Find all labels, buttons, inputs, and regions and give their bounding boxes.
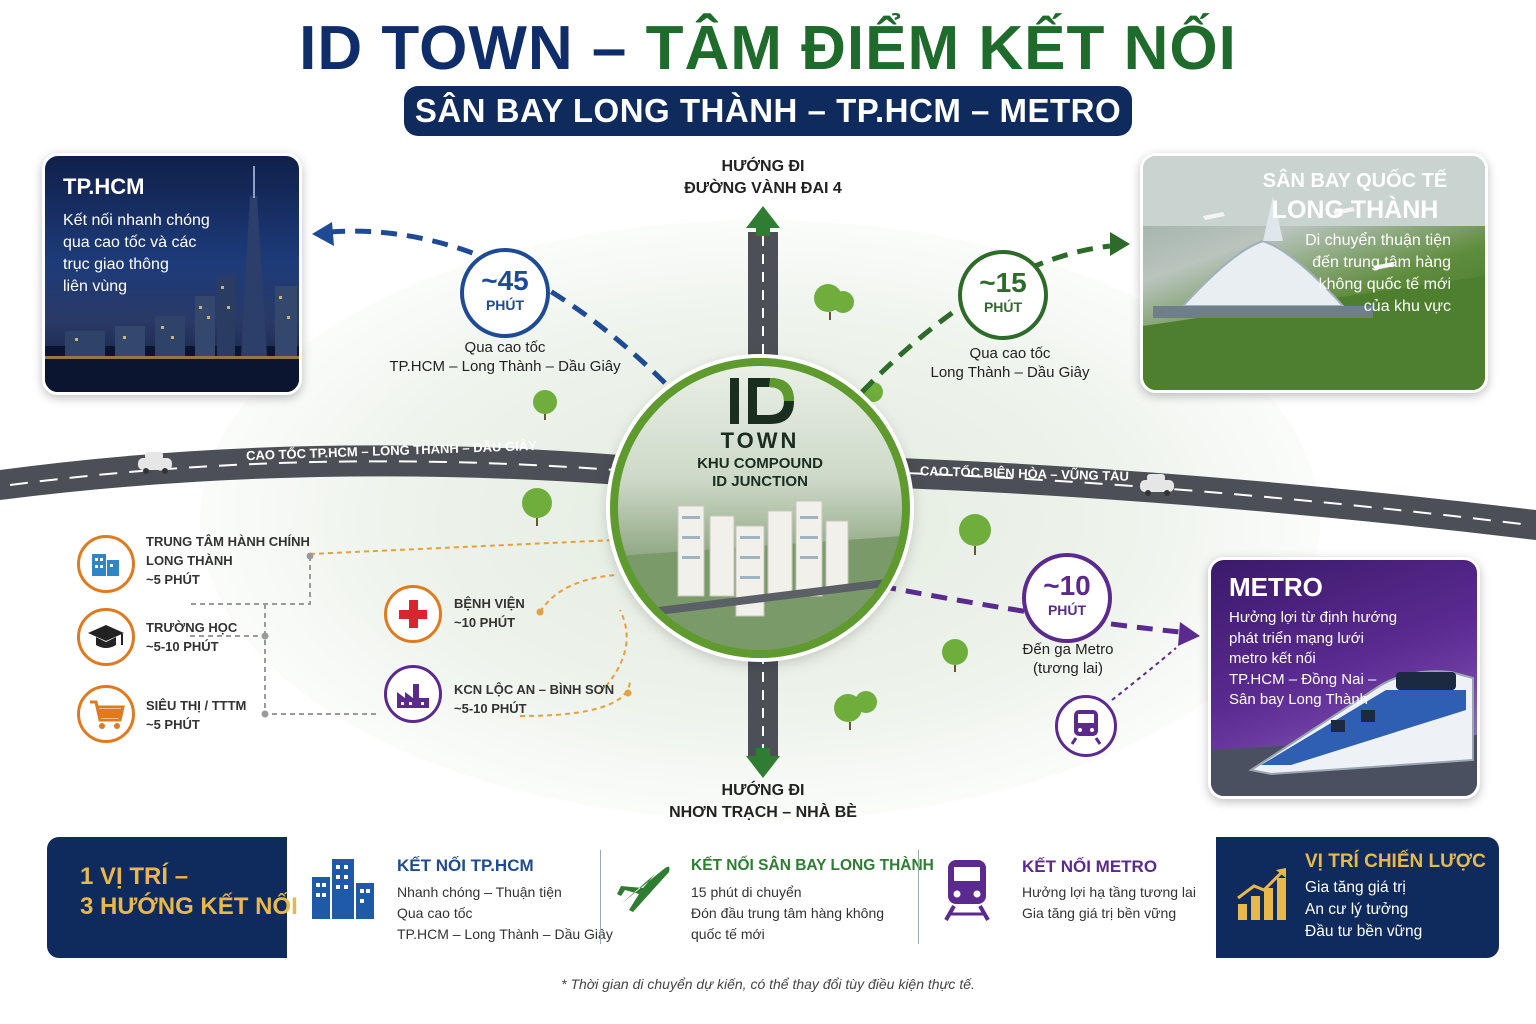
page-subtitle: SÂN BAY LONG THÀNH – TP.HCM – METRO <box>404 86 1132 136</box>
airport-card-title-line1: SÂN BAY QUỐC TẾ <box>1262 170 1448 192</box>
amenity-industrial-circle <box>384 665 442 723</box>
car-icon <box>138 452 172 474</box>
graduation-cap-icon <box>88 625 124 648</box>
bottom-tagline: 1 VỊ TRÍ – 3 HƯỚNG KẾT NỐI <box>80 863 298 920</box>
south-arrow-icon <box>746 748 780 778</box>
bottom-airport-text: 15 phút di chuyển Đón đầu trung tâm hàng… <box>691 884 885 942</box>
bottom-metro-text: Hưởng lợi hạ tầng tương lai Gia tăng giá… <box>1022 884 1196 921</box>
bottom-airport-title: KẾT NỐI SÂN BAY LONG THÀNH <box>691 857 934 874</box>
center-brand: TOWN <box>720 428 800 453</box>
train-icon <box>944 860 990 921</box>
project-center-circle <box>610 358 910 658</box>
building-icon <box>92 554 119 576</box>
hcm-card: TP.HCM Kết nối nhanh chóng qua cao tốc v… <box>42 153 302 395</box>
route-note-hcm: Qua cao tốc TP.HCM – Long Thành – Dầu Gi… <box>389 339 621 375</box>
route-hcm <box>329 228 667 385</box>
metro-card: METRO Hưởng lợi từ định hướng phát triển… <box>1208 557 1480 799</box>
amenity-hospital-text: BỆNH VIỆN ~10 PHÚT <box>454 596 525 630</box>
title-dash: – <box>591 14 628 83</box>
route-note-airport: Qua cao tốc Long Thành – Dầu Giây <box>930 345 1090 381</box>
id-town-logo <box>730 378 794 424</box>
direction-south: HƯỚNG ĐI NHƠN TRẠCH – NHÀ BÈ <box>669 782 857 821</box>
car-icon <box>1140 474 1174 496</box>
bottom-strategy-text: Gia tăng giá trị An cư lý tưởng Đầu tư b… <box>1305 879 1423 940</box>
amenity-admin-text: TRUNG TÂM HÀNH CHÍNH LONG THÀNH ~5 PHÚT <box>146 534 310 587</box>
time-badge-airport: ~15 PHÚT <box>958 250 1048 340</box>
metro-card-title: METRO <box>1229 572 1323 602</box>
amenity-school-text: TRƯỜNG HỌC ~5-10 PHÚT <box>146 620 238 654</box>
airport-card: SÂN BAY QUỐC TẾ LONG THÀNH Di chuyển thu… <box>1140 153 1488 393</box>
airport-terminal-image <box>1143 156 1485 390</box>
factory-icon <box>397 684 429 708</box>
title-brand: ID TOWN <box>299 14 574 83</box>
city-skyline-image <box>45 166 299 392</box>
direction-north: HƯỚNG ĐI ĐƯỜNG VÀNH ĐAI 4 <box>684 158 842 197</box>
bottom-divider <box>600 850 601 944</box>
bottom-metro-title: KẾT NỐI METRO <box>1022 857 1158 876</box>
hcm-card-title: TP.HCM <box>63 174 145 199</box>
metro-card-text: Hưởng lợi từ định hướng phát triển mạng … <box>1229 609 1398 708</box>
footnote: * Thời gian di chuyển dự kiến, có thể th… <box>561 976 975 992</box>
title-tagline: TÂM ĐIỂM KẾT NỐI <box>645 14 1237 83</box>
metro-train-image <box>1211 670 1477 796</box>
compound-render-image <box>618 500 902 650</box>
airport-card-text: Di chuyển thuận tiện đến trung tâm hàng … <box>1305 232 1451 315</box>
shopping-cart-icon <box>90 700 125 729</box>
center-subtitle: KHU COMPOUND ID JUNCTION <box>697 455 823 490</box>
bottom-bar-white-panel <box>287 837 1216 958</box>
hcm-card-text: Kết nối nhanh chóng qua cao tốc và các t… <box>63 212 210 295</box>
amenity-mall-circle <box>77 685 135 743</box>
bottom-strategy-title: VỊ TRÍ CHIẾN LƯỢC <box>1305 851 1486 872</box>
amenity-admin-circle <box>77 535 135 593</box>
airport-card-title-line2: LONG THÀNH <box>1271 196 1439 224</box>
page-title: ID TOWN – TÂM ĐIỂM KẾT NỐI <box>0 14 1536 84</box>
amenity-hospital-circle <box>384 585 442 643</box>
bottom-divider <box>918 850 919 944</box>
tree-icon <box>522 284 991 722</box>
north-arrow-icon <box>746 206 780 236</box>
airplane-icon <box>617 866 670 912</box>
amenity-industrial-text: KCN LỘC AN – BÌNH SƠN ~5-10 PHÚT <box>454 682 615 716</box>
time-badge-hcm: ~45 PHÚT <box>460 248 550 338</box>
growth-chart-icon <box>1237 868 1286 920</box>
medical-cross-icon <box>399 600 427 628</box>
bottom-hcm-title: KẾT NỐI TP.HCM <box>397 856 534 875</box>
bottom-hcm-text: Nhanh chóng – Thuận tiện Qua cao tốc TP.… <box>397 884 613 942</box>
amenity-school-circle <box>77 608 135 666</box>
route-note-metro: Đến ga Metro (tương lai) <box>1022 641 1114 677</box>
city-buildings-icon <box>312 859 374 919</box>
amenity-mall-text: SIÊU THỊ / TTTM ~5 PHÚT <box>146 698 247 732</box>
time-badge-metro: ~10 PHÚT <box>1022 553 1112 643</box>
metro-station-icon <box>1055 695 1117 757</box>
